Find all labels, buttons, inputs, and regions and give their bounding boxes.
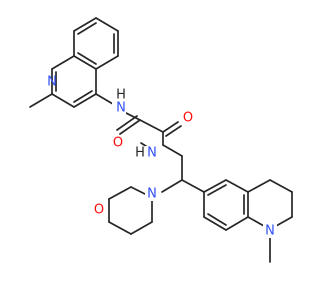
bond	[247, 179, 271, 193]
bond	[73, 90, 93, 103]
bonds	[29, 17, 293, 263]
bond	[51, 55, 75, 70]
bond	[95, 17, 119, 32]
morpholine-oxygen-label: O	[94, 203, 104, 218]
bond	[275, 216, 293, 227]
bond	[162, 144, 183, 157]
tetrahydroquinoline-nitrogen-label: N	[265, 224, 275, 239]
bond	[162, 121, 179, 133]
amide-nh-upper-h-label: H	[116, 88, 126, 103]
bond	[116, 115, 138, 131]
bond	[225, 179, 249, 193]
bond	[225, 216, 249, 231]
bond	[95, 55, 119, 70]
bond	[73, 55, 97, 70]
bond	[77, 52, 97, 65]
morpholine-nitrogen-label: N	[147, 187, 157, 202]
atom-labels: N N H O O N H N O N	[45, 75, 277, 239]
bond	[207, 213, 227, 226]
bond	[130, 186, 146, 195]
bond	[29, 93, 53, 108]
bond	[269, 179, 293, 193]
bond	[207, 184, 227, 196]
bond	[77, 22, 97, 35]
bond	[51, 93, 75, 108]
bond	[119, 119, 141, 135]
bond	[165, 125, 182, 137]
chemical-structure-diagram: N N H O O N H N O N	[29, 17, 293, 263]
bond	[161, 179, 183, 193]
amide-nh-lower-n-label: N	[147, 146, 157, 161]
amide-nh-upper-n-label: N	[116, 101, 126, 116]
bond	[73, 17, 97, 32]
bond	[123, 111, 141, 121]
carbonyl-oxygen-right-label: O	[183, 111, 193, 126]
carbonyl-oxygen-left-label: O	[113, 136, 123, 151]
bond	[181, 179, 205, 193]
bond	[139, 119, 164, 133]
amide-nh-lower-h-label: H	[135, 146, 145, 161]
bond	[108, 186, 132, 200]
bond	[108, 221, 132, 235]
bond	[203, 216, 227, 231]
bond	[247, 216, 265, 227]
bond	[203, 179, 227, 193]
quinoline-nitrogen-label: N	[47, 75, 57, 90]
bond	[73, 93, 97, 108]
bond	[130, 221, 153, 235]
